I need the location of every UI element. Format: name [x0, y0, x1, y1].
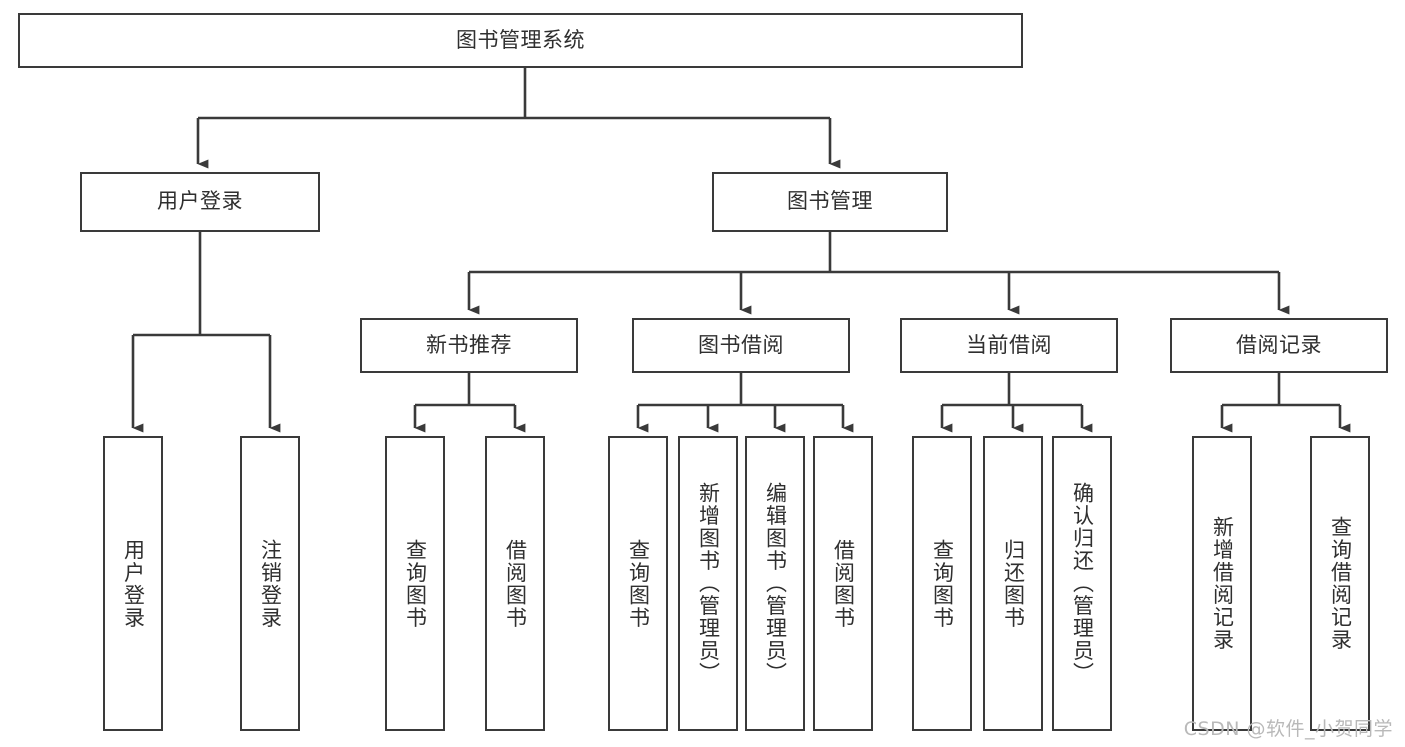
- node-borrow-record-label: 借阅记录: [1236, 332, 1322, 357]
- node-leaf-return-book[interactable]: 归还图书: [983, 436, 1043, 731]
- node-current-borrow[interactable]: 当前借阅: [900, 318, 1118, 373]
- node-leaf-query-book-new-label: 查询图书: [403, 538, 428, 629]
- node-book-manage-label: 图书管理: [787, 189, 873, 214]
- node-root[interactable]: 图书管理系统: [18, 13, 1023, 68]
- node-book-borrow-label: 图书借阅: [698, 332, 784, 357]
- node-leaf-confirm-return-admin[interactable]: 确认归还（管理员）: [1052, 436, 1112, 731]
- node-leaf-query-book-current[interactable]: 查询图书: [912, 436, 972, 731]
- node-leaf-user-login-label: 用户登录: [121, 538, 146, 629]
- node-leaf-query-book-borrow[interactable]: 查询图书: [608, 436, 668, 731]
- node-leaf-borrow-book-new[interactable]: 借阅图书: [485, 436, 545, 731]
- node-leaf-query-borrow-record-label: 查询借阅记录: [1328, 516, 1353, 651]
- node-leaf-query-book-current-label: 查询图书: [930, 538, 955, 629]
- csdn-watermark: CSDN @软件_小贺同学: [1183, 718, 1393, 740]
- node-leaf-borrow-book[interactable]: 借阅图书: [813, 436, 873, 731]
- node-leaf-logout[interactable]: 注销登录: [240, 436, 300, 731]
- node-leaf-query-book-borrow-label: 查询图书: [626, 538, 651, 629]
- node-leaf-logout-label: 注销登录: [258, 538, 283, 629]
- node-leaf-edit-book-admin[interactable]: 编辑图书（管理员）: [745, 436, 805, 731]
- node-new-book-recommend-label: 新书推荐: [426, 332, 512, 357]
- node-leaf-add-book-admin[interactable]: 新增图书（管理员）: [678, 436, 738, 731]
- node-borrow-record[interactable]: 借阅记录: [1170, 318, 1388, 373]
- node-leaf-add-borrow-record-label: 新增借阅记录: [1210, 516, 1235, 651]
- node-leaf-add-book-admin-label: 新增图书（管理员）: [696, 482, 721, 685]
- node-leaf-query-borrow-record[interactable]: 查询借阅记录: [1310, 436, 1370, 731]
- node-book-manage[interactable]: 图书管理: [712, 172, 948, 232]
- node-leaf-query-book-new[interactable]: 查询图书: [385, 436, 445, 731]
- node-user-login[interactable]: 用户登录: [80, 172, 320, 232]
- node-book-borrow[interactable]: 图书借阅: [632, 318, 850, 373]
- node-leaf-borrow-book-label: 借阅图书: [831, 538, 856, 629]
- node-user-login-label: 用户登录: [157, 189, 243, 214]
- node-root-label: 图书管理系统: [456, 27, 585, 52]
- node-leaf-return-book-label: 归还图书: [1001, 538, 1026, 629]
- node-leaf-edit-book-admin-label: 编辑图书（管理员）: [763, 482, 788, 685]
- node-new-book-recommend[interactable]: 新书推荐: [360, 318, 578, 373]
- node-leaf-add-borrow-record[interactable]: 新增借阅记录: [1192, 436, 1252, 731]
- node-leaf-borrow-book-new-label: 借阅图书: [503, 538, 528, 629]
- node-leaf-confirm-return-admin-label: 确认归还（管理员）: [1070, 482, 1095, 685]
- node-leaf-user-login[interactable]: 用户登录: [103, 436, 163, 731]
- node-current-borrow-label: 当前借阅: [966, 332, 1052, 357]
